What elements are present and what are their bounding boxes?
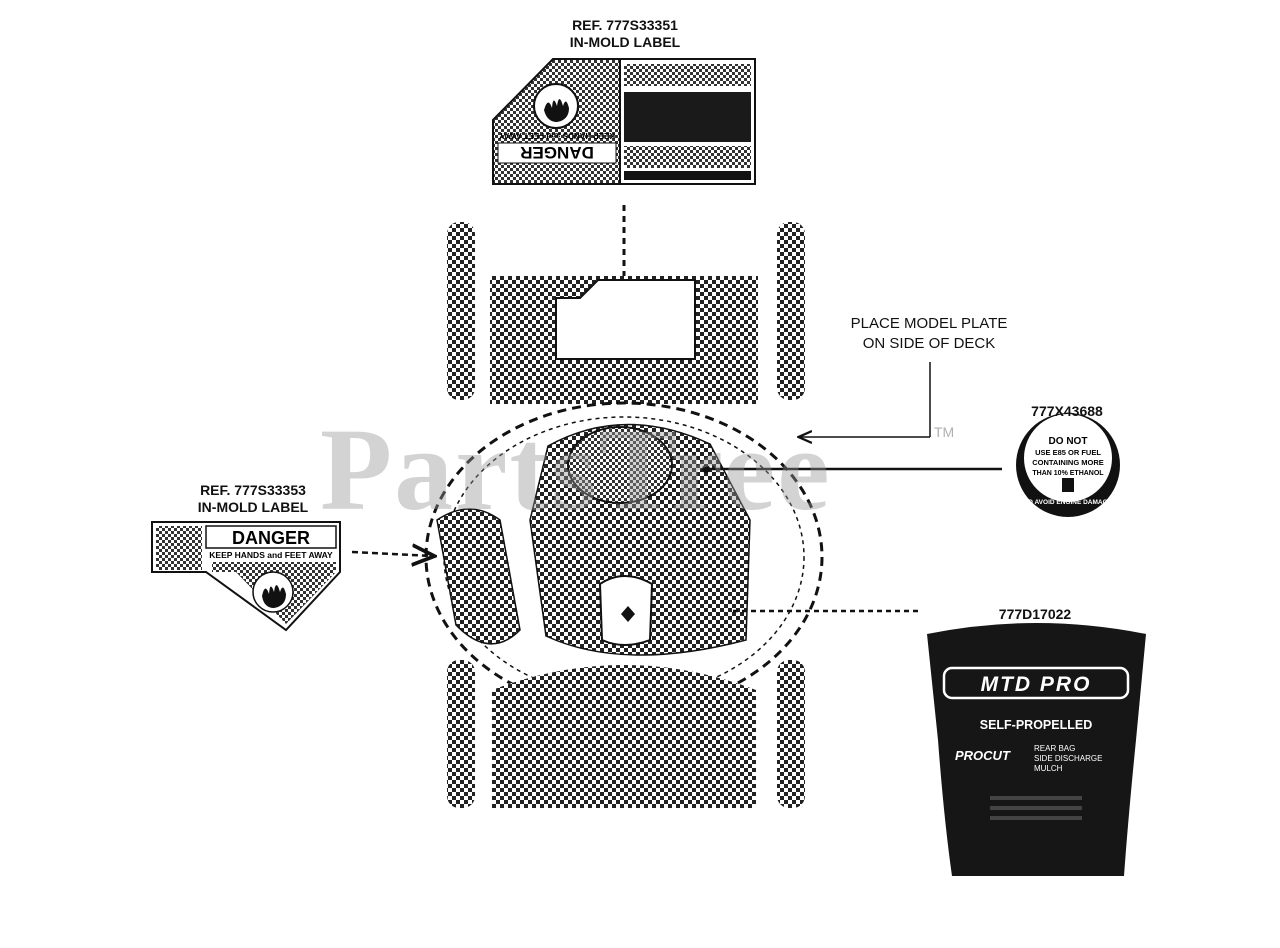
hood-brand: MTD PRO bbox=[981, 673, 1092, 696]
top-danger-title: DANGER bbox=[520, 143, 594, 162]
top-label-dark-block bbox=[624, 92, 751, 142]
left-ref: REF. 777S33353 bbox=[200, 482, 306, 498]
top-label-pictograms bbox=[624, 146, 751, 168]
model-plate-line2: ON SIDE OF DECK bbox=[862, 335, 996, 352]
watermark: PartsTree bbox=[320, 404, 832, 535]
fuel-ring-text: TO AVOID ENGINE DAMAGE bbox=[1024, 499, 1113, 506]
left-label-callout: REF. 777S33353 IN-MOLD LABEL bbox=[168, 482, 338, 516]
left-label-text-block bbox=[156, 526, 202, 570]
left-rear-wheel bbox=[447, 660, 475, 808]
model-plate-callout: PLACE MODEL PLATE ON SIDE OF DECK bbox=[834, 314, 1024, 354]
hood-feature1: REAR BAG bbox=[1034, 744, 1075, 753]
fuel-line4: THAN 10% ETHANOL bbox=[1032, 470, 1104, 477]
fuel-line2: USE E85 OR FUEL bbox=[1035, 448, 1101, 457]
top-label-footer bbox=[624, 171, 751, 180]
model-plate-line1: PLACE MODEL PLATE bbox=[850, 315, 1008, 332]
left-danger-subtitle: KEEP HANDS and FEET AWAY bbox=[209, 550, 333, 560]
hand-icon bbox=[544, 99, 569, 122]
top-danger-label: DANGER KEEP HANDS and FEET AWAY bbox=[492, 58, 756, 185]
top-ref: REF. 777S33351 bbox=[572, 17, 678, 33]
fuel-pump-icon bbox=[1062, 478, 1074, 492]
left-danger-title: DANGER bbox=[232, 528, 310, 548]
engine-shroud bbox=[567, 426, 673, 504]
fuel-line3: CONTAINING MORE bbox=[1032, 458, 1104, 467]
mower-outline bbox=[424, 222, 824, 808]
top-label-callout: REF. 777S33351 IN-MOLD LABEL bbox=[540, 17, 710, 51]
hood-arrow-icon bbox=[621, 606, 635, 622]
left-label-leader bbox=[351, 552, 432, 556]
hand-icon bbox=[262, 585, 286, 608]
hood-feature2: SIDE DISCHARGE bbox=[1034, 754, 1102, 763]
left-upper-handle bbox=[447, 222, 475, 400]
watermark-tm: TM bbox=[934, 424, 955, 440]
rear-deck-skirt bbox=[492, 665, 756, 808]
right-upper-handle bbox=[777, 222, 805, 400]
hood-decal: MTD PRO SELF-PROPELLED PROCUT REAR BAG S… bbox=[927, 623, 1146, 876]
right-rear-wheel bbox=[777, 660, 805, 808]
left-sub: IN-MOLD LABEL bbox=[197, 499, 309, 515]
top-danger-subtitle: KEEP HANDS and FEET AWAY bbox=[498, 131, 615, 140]
top-label-text-block bbox=[624, 64, 751, 86]
fuel-line1: DO NOT bbox=[1049, 436, 1088, 447]
hood-part-number: 777D17022 bbox=[998, 606, 1072, 622]
hood-tagline: SELF-PROPELLED bbox=[980, 718, 1093, 732]
fuel-warning-label: DO NOT USE E85 OR FUEL CONTAINING MORE T… bbox=[1016, 413, 1120, 517]
bag-label-area bbox=[555, 279, 696, 360]
hood-feature3: MULCH bbox=[1034, 764, 1063, 773]
hood-decal-shape bbox=[927, 623, 1146, 876]
hood-procut: PROCUT bbox=[955, 748, 1011, 763]
left-danger-label: DANGER KEEP HANDS and FEET AWAY bbox=[151, 521, 341, 632]
top-sub: IN-MOLD LABEL bbox=[569, 34, 681, 50]
side-chute bbox=[436, 508, 521, 645]
fuel-part-number: 777X43688 bbox=[1031, 403, 1103, 419]
